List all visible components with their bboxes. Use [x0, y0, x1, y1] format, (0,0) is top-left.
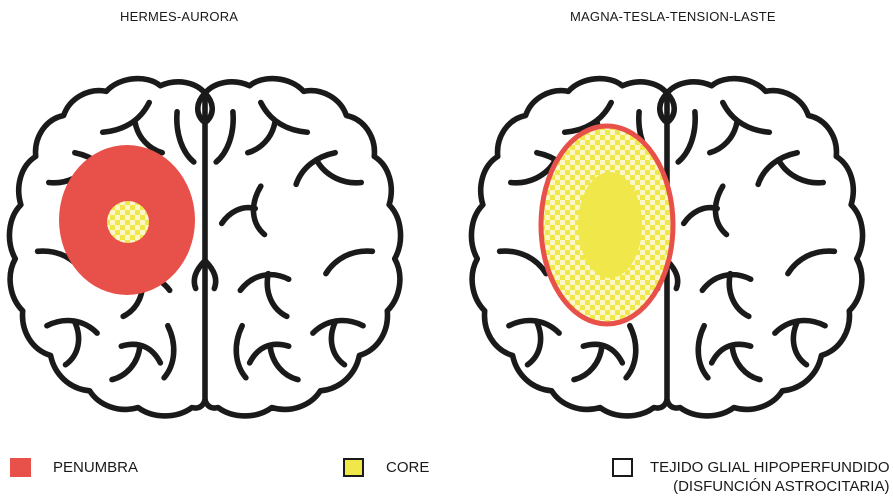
core-region-left	[107, 201, 149, 243]
tejido-swatch	[612, 458, 633, 477]
legend-tejido: TEJIDO GLIAL HIPOPERFUNDIDO (DISFUNCIÓN …	[612, 458, 889, 496]
legend-penumbra-label: PENUMBRA	[53, 458, 138, 477]
legend-tejido-label: TEJIDO GLIAL HIPOPERFUNDIDO	[650, 459, 889, 476]
legend-penumbra: PENUMBRA	[10, 458, 138, 477]
core-swatch	[343, 458, 364, 477]
legend-tejido-sublabel: (DISFUNCIÓN ASTROCITARIA)	[650, 477, 889, 496]
core-region-right	[578, 172, 642, 278]
penumbra-swatch	[10, 458, 31, 477]
legend-core: CORE	[343, 458, 429, 477]
legend-core-label: CORE	[386, 458, 429, 477]
